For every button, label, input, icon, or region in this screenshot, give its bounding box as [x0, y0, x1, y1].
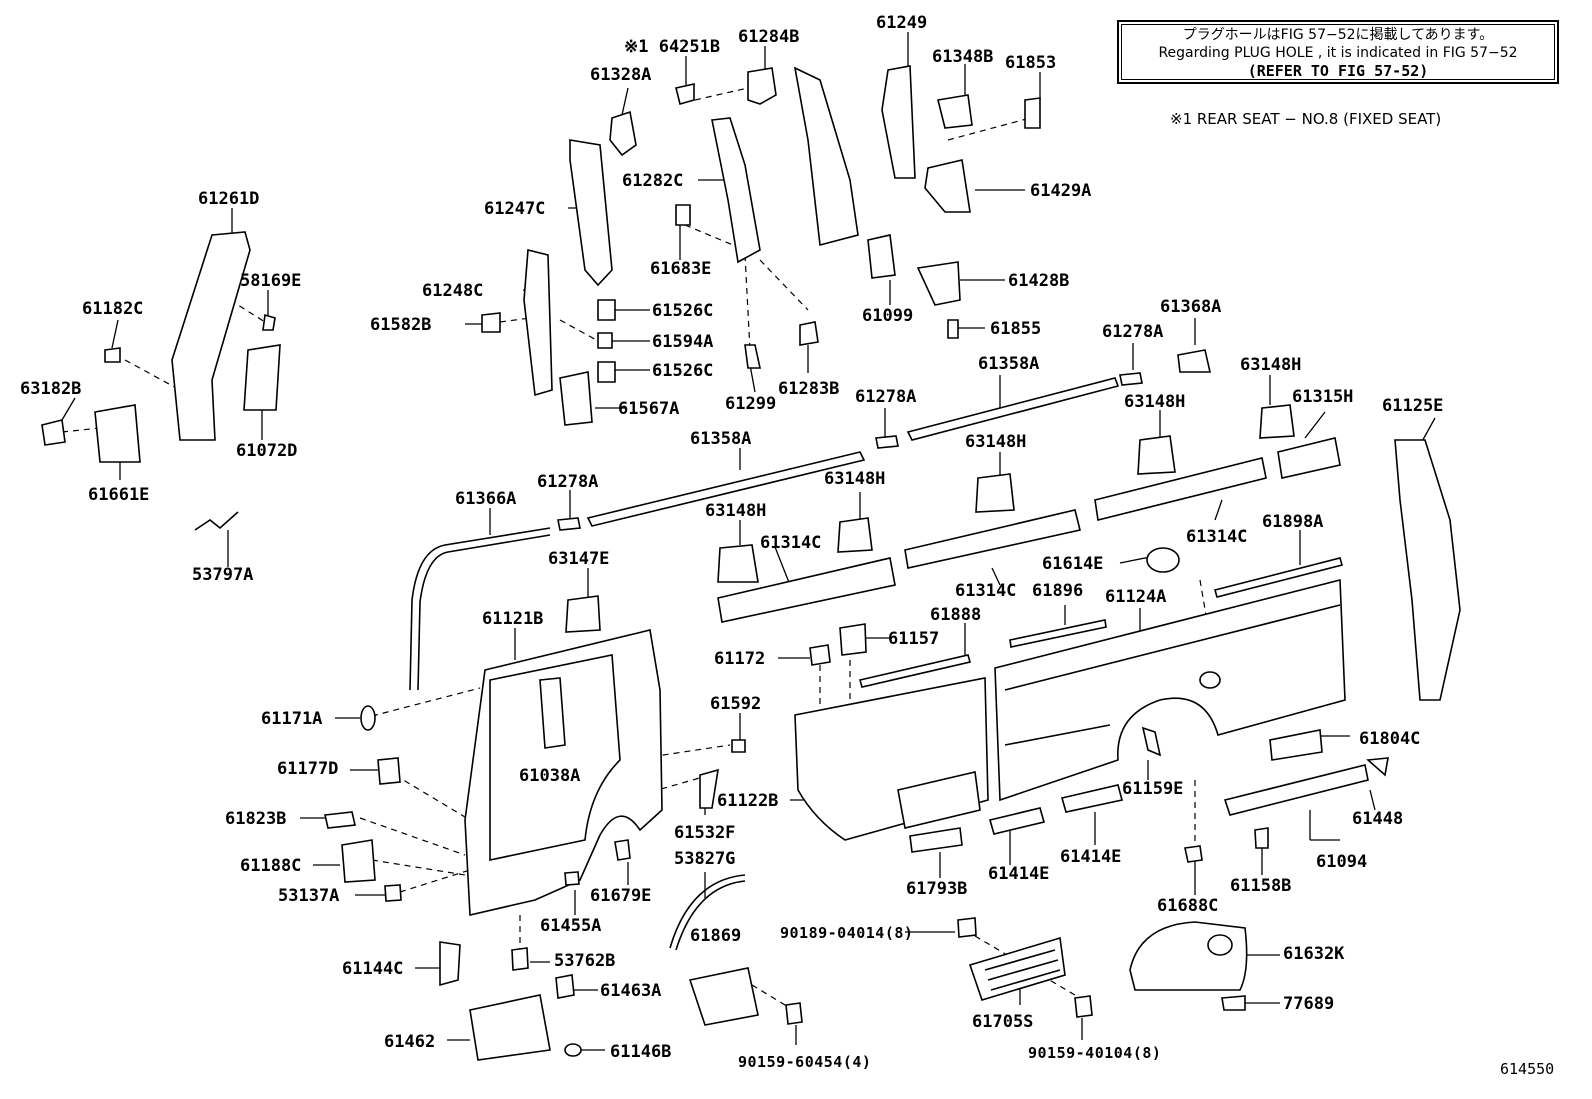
part-label[interactable]: 61679E [590, 886, 652, 906]
part-label[interactable]: 61247C [484, 199, 546, 219]
part-label[interactable]: 61278A [855, 387, 917, 407]
part-label[interactable]: 63182B [20, 379, 82, 399]
part-label[interactable]: 61592 [710, 694, 762, 714]
figure-id: 614550 [1500, 1060, 1555, 1078]
part-label[interactable]: 61804C [1359, 729, 1421, 749]
part-label[interactable]: 61368A [1160, 297, 1222, 317]
part-label[interactable]: 63148H [1124, 392, 1186, 412]
part-label[interactable]: 53137A [278, 886, 340, 906]
part-label[interactable]: 61594A [652, 332, 714, 352]
part-label[interactable]: 61278A [537, 472, 599, 492]
part-label[interactable]: 61146B [610, 1042, 672, 1062]
part-label[interactable]: 61869 [690, 926, 742, 946]
part-label[interactable]: 61661E [88, 485, 150, 505]
part-label[interactable]: 61853 [1005, 53, 1057, 73]
part-label[interactable]: 61283B [778, 379, 840, 399]
part-label[interactable]: 61124A [1105, 587, 1167, 607]
part-label[interactable]: 61159E [1122, 779, 1184, 799]
part-label[interactable]: 61072D [236, 441, 298, 461]
part-label[interactable]: 61158B [1230, 876, 1292, 896]
part-label[interactable]: 61455A [540, 916, 602, 936]
part-label[interactable]: 61284B [738, 27, 800, 47]
part-label[interactable]: 61314C [955, 581, 1017, 601]
part-label[interactable]: 61171A [261, 709, 323, 729]
footnote: ※1 REAR SEAT − NO.8 (FIXED SEAT) [1170, 110, 1442, 128]
part-label[interactable]: 63147E [548, 549, 610, 569]
part-label[interactable]: 63148H [824, 469, 886, 489]
part-label[interactable]: 61414E [1060, 847, 1122, 867]
part-label[interactable]: 61099 [862, 306, 914, 326]
part-label[interactable]: 61448 [1352, 809, 1404, 829]
reference-note-box: プラグホールはFIG 57−52に掲載してあります。 Regarding PLU… [1117, 20, 1559, 84]
part-label[interactable]: 61182C [82, 299, 144, 319]
part-label[interactable]: 61328A [590, 65, 652, 85]
part-label[interactable]: 61315H [1292, 387, 1354, 407]
part-label[interactable]: 61188C [240, 856, 302, 876]
part-label[interactable]: 61683E [650, 259, 712, 279]
part-shapes [41, 65, 1461, 1061]
part-label[interactable]: 61898A [1262, 512, 1324, 532]
part-label[interactable]: 61358A [690, 429, 752, 449]
part-label[interactable]: 61888 [930, 605, 982, 625]
part-label[interactable]: 61793B [906, 879, 968, 899]
part-label[interactable]: 61299 [725, 394, 777, 414]
part-label[interactable]: 61582B [370, 315, 432, 335]
part-label[interactable]: 61314C [760, 533, 822, 553]
part-label[interactable]: 61428B [1008, 271, 1070, 291]
part-label[interactable]: 61632K [1283, 944, 1345, 964]
part-label[interactable]: 53762B [554, 951, 616, 971]
part-label[interactable]: 61462 [384, 1032, 436, 1052]
part-label[interactable]: 61038A [519, 766, 581, 786]
note-line-ref: (REFER TO FIG 57-52) [1247, 62, 1429, 80]
part-label[interactable]: 61823B [225, 809, 287, 829]
part-label[interactable]: 61157 [888, 629, 940, 649]
part-label[interactable]: 61532F [674, 823, 736, 843]
part-label[interactable]: 61567A [618, 399, 680, 419]
part-label[interactable]: 77689 [1283, 994, 1335, 1014]
part-label[interactable]: ※1 64251B [624, 37, 721, 57]
part-label[interactable]: 61463A [600, 981, 662, 1001]
part-label[interactable]: 63148H [705, 501, 767, 521]
part-label[interactable]: 61614E [1042, 554, 1104, 574]
part-label[interactable]: 61144C [342, 959, 404, 979]
part-label[interactable]: 61282C [622, 171, 684, 191]
part-label[interactable]: 61177D [277, 759, 339, 779]
part-label[interactable]: 61348B [932, 47, 994, 67]
part-label[interactable]: 61125E [1382, 396, 1444, 416]
part-label[interactable]: 61172 [714, 649, 766, 669]
part-label[interactable]: 63148H [1240, 355, 1302, 375]
part-label[interactable]: 53797A [192, 565, 254, 585]
part-label[interactable]: 61121B [482, 609, 544, 629]
part-label[interactable]: 61278A [1102, 322, 1164, 342]
part-label[interactable]: 61249 [876, 13, 928, 33]
part-label[interactable]: 61414E [988, 864, 1050, 884]
part-label[interactable]: 61358A [978, 354, 1040, 374]
part-label[interactable]: 61526C [652, 301, 714, 321]
part-label[interactable]: 61248C [422, 281, 484, 301]
part-label[interactable]: 61855 [990, 319, 1042, 339]
part-label[interactable]: 63148H [965, 432, 1027, 452]
part-label[interactable]: 61688C [1157, 896, 1219, 916]
part-label[interactable]: 61366A [455, 489, 517, 509]
part-label[interactable]: 61526C [652, 361, 714, 381]
part-label[interactable]: 61896 [1032, 581, 1084, 601]
part-label[interactable]: 61314C [1186, 527, 1248, 547]
part-label[interactable]: 90159-60454(4) [738, 1053, 872, 1071]
part-label[interactable]: 61705S [972, 1012, 1034, 1032]
part-label[interactable]: 53827G [674, 849, 736, 869]
part-label[interactable]: 90189-04014(8) [780, 924, 914, 942]
part-label[interactable]: 61429A [1030, 181, 1092, 201]
note-line-jp: プラグホールはFIG 57−52に掲載してあります。 [1182, 27, 1494, 43]
part-label[interactable]: 61122B [717, 791, 779, 811]
part-label[interactable]: 61094 [1316, 852, 1368, 872]
note-line-en: Regarding PLUG HOLE , it is indicated in… [1158, 45, 1518, 61]
part-label[interactable]: 90159-40104(8) [1028, 1044, 1162, 1062]
part-label[interactable]: 61261D [198, 189, 260, 209]
part-label[interactable]: 58169E [240, 271, 302, 291]
